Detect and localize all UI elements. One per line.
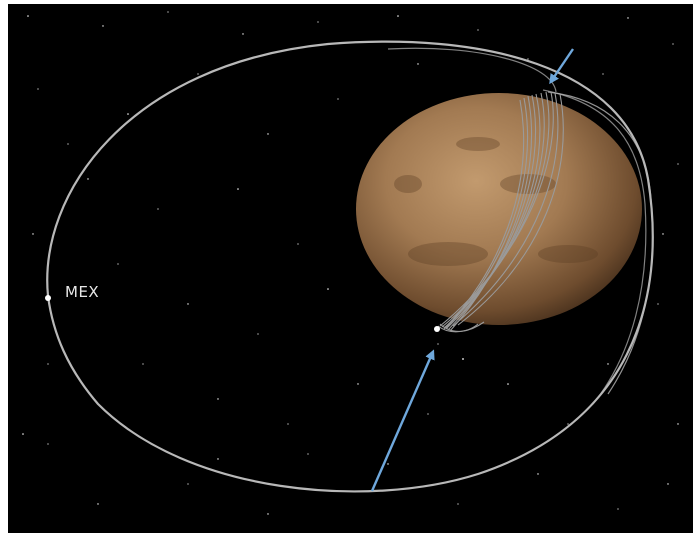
mars-planet <box>356 93 642 325</box>
orbit-visualization <box>22 11 679 515</box>
mex-spacecraft-dot <box>45 295 51 301</box>
mars-surface-detail <box>394 137 598 266</box>
orbit-bundle <box>437 91 564 333</box>
pointer-arrow-bottom <box>370 349 435 492</box>
space-scene: MEX <box>8 4 693 533</box>
mex-label: MEX <box>65 283 100 301</box>
stars <box>22 11 679 515</box>
pericenter-dot <box>434 326 440 332</box>
pointer-arrow-top <box>549 48 574 85</box>
